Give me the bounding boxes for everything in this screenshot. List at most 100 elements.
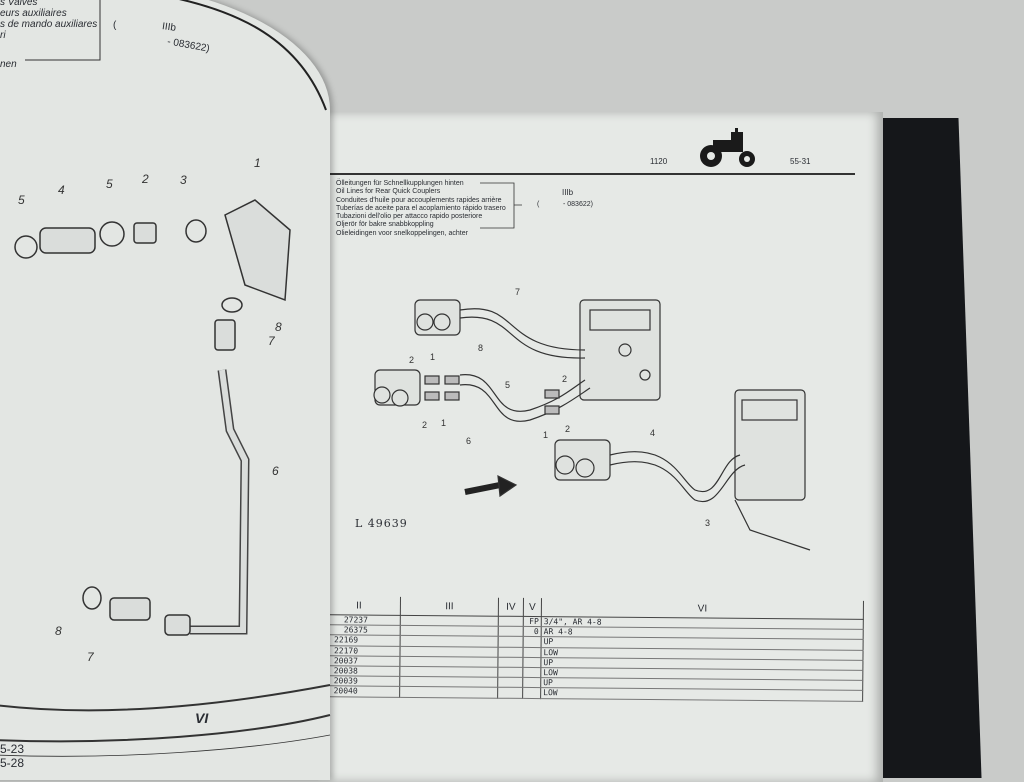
callout: 3 xyxy=(705,518,711,528)
cell-iv xyxy=(497,667,523,678)
cell-iv xyxy=(497,656,523,668)
table-header-vi: VI xyxy=(195,710,209,726)
bracket-open: ( xyxy=(537,201,540,208)
legend-fragment: s de mando auxiliares xyxy=(0,19,98,30)
tractor-icon xyxy=(700,128,755,167)
callout: 8 xyxy=(478,343,484,353)
callout: 1 xyxy=(441,418,447,428)
callout: 8 xyxy=(55,624,62,638)
callout: 7 xyxy=(268,334,275,348)
callout: 5 xyxy=(18,193,25,207)
cell-v xyxy=(523,636,542,648)
pipe-7 xyxy=(459,308,586,359)
callout: 7 xyxy=(515,287,521,297)
coupler-middle xyxy=(373,369,421,407)
valve-block-lower xyxy=(734,389,811,551)
hydraulic-diagram xyxy=(373,299,811,551)
legend-list: Ölleitungen für Schnellkupplungen hinten… xyxy=(336,180,506,238)
legend-es: Tuberías de aceite para el acoplamiento … xyxy=(336,204,506,212)
clamp-5 xyxy=(14,235,38,259)
legend-en: Oil Lines for Rear Quick Couplers xyxy=(336,188,441,196)
left-page xyxy=(0,0,330,780)
callout: 2 xyxy=(409,355,415,365)
model-code: IIIb xyxy=(161,21,177,34)
pipe-6 xyxy=(190,369,250,635)
header-rule xyxy=(330,173,855,175)
fitting-2 xyxy=(133,222,157,244)
callout: 4 xyxy=(650,428,656,438)
hose-4 xyxy=(39,227,96,254)
callout: 8 xyxy=(275,320,282,334)
clamp-5b xyxy=(99,221,125,247)
legend-fragment: eurs auxiliaires xyxy=(0,8,67,19)
cell-iv xyxy=(497,687,523,698)
legend-fragment: ri xyxy=(0,30,6,41)
callout: 6 xyxy=(466,436,472,446)
fitting-7b xyxy=(109,597,151,621)
legend-fr: Conduites d'huile pour accouplements rap… xyxy=(336,196,502,204)
col-header: IV xyxy=(498,597,524,617)
cell-iii xyxy=(399,686,498,698)
legend-fragment: s Valves xyxy=(0,0,38,8)
pipe-4 xyxy=(609,461,746,503)
col-header: V xyxy=(523,597,542,617)
callout: 2 xyxy=(562,374,568,384)
o-ring-8 xyxy=(221,297,243,313)
callout: 3 xyxy=(180,173,187,187)
left-page-drawing xyxy=(0,0,331,757)
cell-v xyxy=(522,657,541,668)
coupler-lower xyxy=(554,439,611,481)
page-ref: 5-23 xyxy=(0,742,25,756)
cell-iv xyxy=(497,646,524,658)
legend-de: Ölleitungen für Schnellkupplungen hinten xyxy=(336,180,464,187)
direction-arrow-shaft xyxy=(464,482,501,495)
valve-block-upper xyxy=(579,299,661,401)
cell-iv xyxy=(497,677,523,688)
cell-iv xyxy=(498,616,524,627)
callout: 1 xyxy=(254,156,261,170)
arrow-icon xyxy=(497,474,518,498)
legend-it: Tubazioni dell'olio per attacco rapido p… xyxy=(336,213,483,221)
callout: 1 xyxy=(430,352,436,362)
callout: 5 xyxy=(505,380,511,390)
col-header: III xyxy=(400,596,499,617)
cell-v xyxy=(522,687,541,699)
callout: 2 xyxy=(565,424,571,434)
cell-v: FP xyxy=(523,616,542,627)
callout: 4 xyxy=(58,183,65,197)
cell-iv xyxy=(498,626,524,637)
cell-vi: LOW xyxy=(540,687,863,701)
table-rule xyxy=(0,684,331,712)
cell-v xyxy=(522,646,542,658)
figure-id: L 49639 xyxy=(355,517,408,530)
o-ring-8b xyxy=(82,586,102,610)
callout: 2 xyxy=(142,172,149,186)
cell-v xyxy=(522,667,541,678)
pipe-6 xyxy=(459,384,591,422)
cell-iv xyxy=(498,636,524,647)
legend-bracket xyxy=(480,182,522,229)
callout: 6 xyxy=(272,464,279,478)
bracket-open: ( xyxy=(113,20,117,31)
serial-range: - 083622) xyxy=(563,201,593,208)
coupler-upper xyxy=(414,299,461,336)
page-number: 55-31 xyxy=(790,157,811,166)
page-ref: 5-28 xyxy=(0,756,25,770)
legend-sv: Oljerör för bakre snabbkoppling xyxy=(336,221,434,229)
left-legend: s Valves eurs auxiliaires s de mando aux… xyxy=(0,0,97,70)
cell-v xyxy=(522,677,541,688)
o-ring-3 xyxy=(185,219,207,243)
callout: 5 xyxy=(106,177,113,191)
model-number: 1120 xyxy=(650,157,668,166)
callout: 7 xyxy=(87,650,94,664)
valve-housing-1 xyxy=(224,199,291,302)
model-code: IIIb xyxy=(562,188,574,197)
fitting-7 xyxy=(214,319,236,351)
cell-v: 0 xyxy=(523,626,542,637)
pipe-5 xyxy=(459,374,586,412)
legend-nl: Olieleidingen voor snelkoppelingen, acht… xyxy=(336,229,468,237)
page-edge xyxy=(178,0,327,111)
pipe-3 xyxy=(609,451,741,493)
callout: 1 xyxy=(543,430,549,440)
